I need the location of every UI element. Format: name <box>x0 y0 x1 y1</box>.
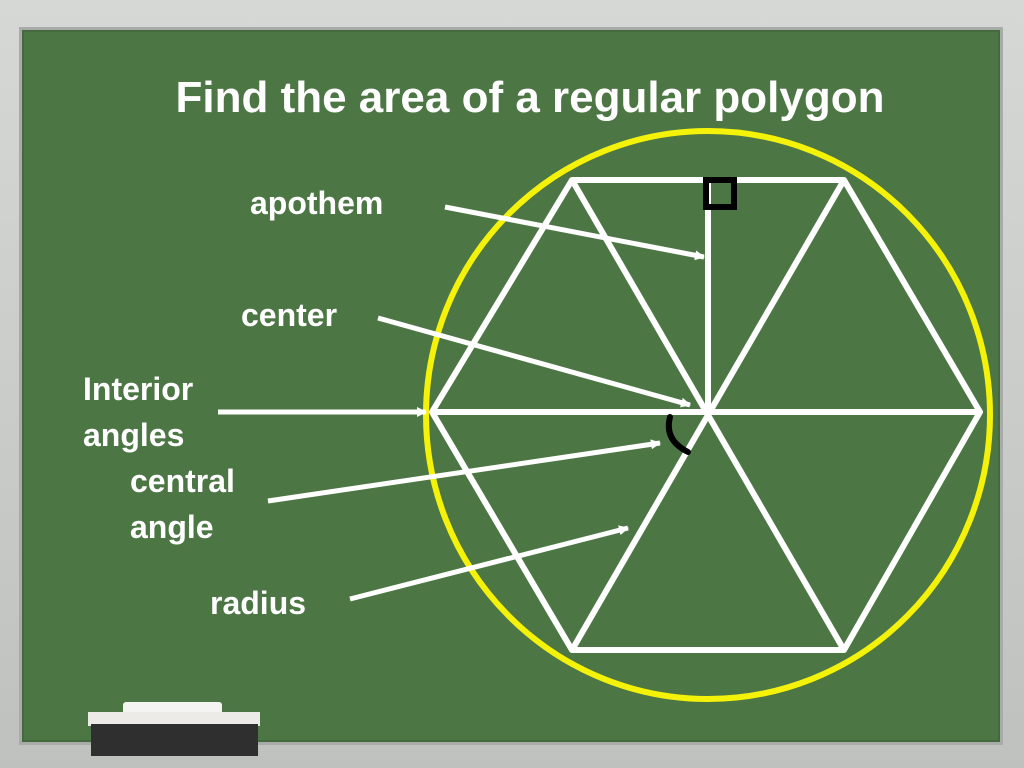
center-arrow <box>377 315 691 408</box>
label-apothem: apothem <box>250 185 384 221</box>
chalkboard-surface <box>22 30 1000 742</box>
label-central-angle-line1: central <box>130 463 235 499</box>
radius-arrow <box>349 525 629 602</box>
central-angle-mark <box>665 414 691 455</box>
label-interior-angles-line2: angles <box>83 417 185 453</box>
label-interior-angles-line1: Interior <box>83 371 194 407</box>
label-central-angle: central angle <box>130 458 235 550</box>
radius-line-diag-2 <box>569 178 847 652</box>
pointer-arrows <box>218 204 705 602</box>
label-interior-angles: Interior angles <box>83 366 193 458</box>
central-angle-arrow <box>267 439 661 504</box>
label-central-angle-line2: angle <box>130 509 214 545</box>
right-angle-mark <box>703 177 737 210</box>
slide-title: Find the area of a regular polygon <box>175 73 885 122</box>
label-radius: radius <box>210 585 307 621</box>
eraser-base <box>91 724 258 756</box>
apothem-arrow <box>444 204 705 261</box>
eraser-felt <box>88 712 260 726</box>
label-center: center <box>241 297 338 333</box>
